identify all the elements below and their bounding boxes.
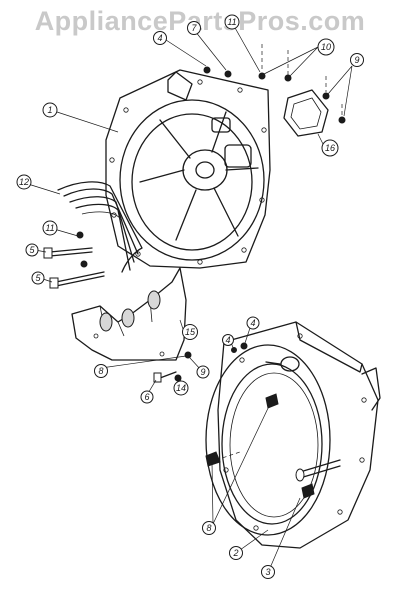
svg-text:5: 5 — [35, 273, 41, 283]
svg-text:7: 7 — [191, 23, 197, 33]
callout-4-lower: 4 — [222, 334, 234, 346]
svg-text:1: 1 — [47, 105, 52, 115]
svg-text:8: 8 — [98, 366, 103, 376]
callout-9-top: 9 — [350, 53, 364, 67]
bolts-left — [43, 231, 105, 289]
hardware-lower-left — [153, 351, 192, 383]
svg-text:5: 5 — [29, 245, 35, 255]
svg-text:11: 11 — [227, 17, 236, 27]
baffle-plate — [71, 267, 187, 361]
housing-clips — [205, 342, 315, 499]
callout-16: 16 — [321, 139, 339, 157]
callout-6-left: 6 — [140, 390, 154, 404]
callouts: 1 4 7 11 10 9 16 12 11 5 5 15 8 9 14 6 4… — [16, 14, 364, 579]
callout-8-left: 8 — [94, 364, 108, 378]
svg-text:12: 12 — [19, 177, 29, 187]
svg-text:9: 9 — [354, 55, 359, 65]
callout-4-housing: 4 — [246, 316, 260, 330]
callout-2: 2 — [229, 546, 243, 560]
callout-5-upper: 5 — [25, 243, 39, 257]
gasket — [283, 89, 329, 137]
callout-10: 10 — [317, 38, 335, 56]
callout-4-top: 4 — [153, 31, 167, 45]
svg-text:6: 6 — [144, 392, 149, 402]
callout-1: 1 — [42, 102, 58, 118]
svg-text:3: 3 — [265, 567, 270, 577]
svg-text:4: 4 — [225, 335, 230, 345]
svg-text:2: 2 — [232, 548, 238, 558]
callout-11: 12 — [16, 174, 32, 190]
svg-text:9: 9 — [200, 367, 205, 377]
callout-3: 3 — [261, 565, 275, 579]
callout-12-left: 11 — [42, 220, 58, 236]
shroud-brackets — [57, 181, 143, 273]
screws-top — [203, 44, 346, 124]
svg-text:4: 4 — [157, 33, 162, 43]
svg-text:16: 16 — [325, 143, 335, 153]
svg-text:14: 14 — [176, 383, 186, 393]
callout-8-lower: 8 — [202, 521, 216, 535]
leader-lines — [27, 25, 353, 569]
fan-housing-plate — [105, 69, 271, 269]
callout-9-lower: 9 — [196, 365, 210, 379]
svg-text:11: 11 — [45, 223, 54, 233]
svg-text:15: 15 — [185, 327, 196, 337]
callout-12-top: 11 — [224, 14, 240, 30]
svg-text:10: 10 — [321, 42, 331, 52]
callout-14: 14 — [173, 380, 189, 396]
svg-text:4: 4 — [250, 318, 255, 328]
svg-text:8: 8 — [206, 523, 211, 533]
callout-7: 7 — [187, 21, 201, 35]
callout-15: 15 — [182, 324, 198, 340]
callout-5-lower: 5 — [31, 271, 45, 285]
